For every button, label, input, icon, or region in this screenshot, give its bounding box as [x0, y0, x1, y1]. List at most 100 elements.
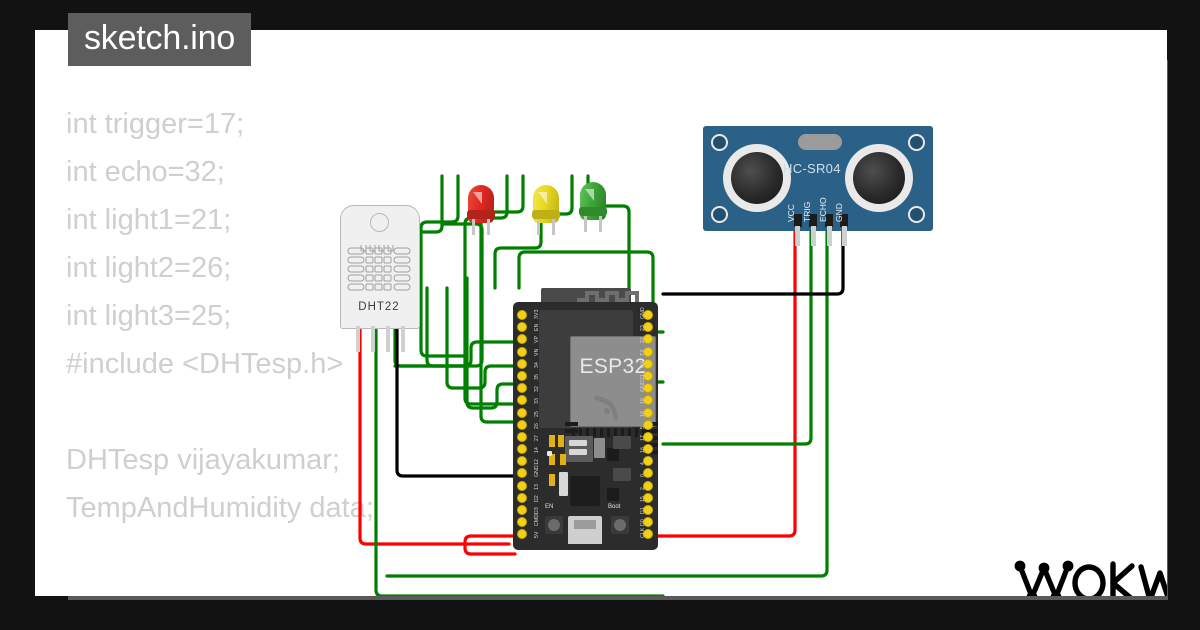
pin-label: 4 — [640, 462, 646, 466]
esp32-header-right[interactable]: GND 23 22 TX RX 21 GND 19 18 5 17 16 4 0… — [629, 307, 657, 544]
led-yellow-legs — [537, 219, 555, 235]
hcsr04-silk-label: HC-SR04 — [783, 161, 841, 176]
pin-label: GND — [534, 465, 540, 478]
pin-dot[interactable] — [643, 456, 653, 467]
pin-dot[interactable] — [517, 322, 527, 333]
pin-row: 12 — [514, 454, 542, 467]
dht22-silk-label: DHT22 — [358, 301, 400, 313]
pin-label: 26 — [534, 422, 540, 429]
pin-row: 22 — [629, 332, 657, 345]
pin-dot[interactable] — [517, 468, 527, 479]
pin-dot[interactable] — [643, 444, 653, 455]
pin-label: 5V — [534, 531, 540, 539]
pin-dot[interactable] — [517, 407, 527, 418]
hcsr04-receiver — [845, 144, 913, 212]
pin-dot[interactable] — [517, 505, 527, 515]
pin-row: 2 — [629, 479, 657, 491]
pin-dot[interactable] — [643, 346, 653, 357]
pin-label: 0 — [640, 474, 646, 478]
pin-dot[interactable] — [517, 395, 527, 406]
diagram-canvas[interactable]: DHT22 — [35, 30, 1167, 596]
led-green[interactable] — [579, 182, 607, 232]
pin-dot[interactable] — [517, 480, 527, 491]
pin-row: 19 — [629, 393, 657, 406]
pin-row: CLK — [629, 527, 657, 540]
esp32-resistor-1 — [549, 435, 555, 447]
pin-row: D1 — [629, 503, 657, 515]
esp32-header-2 — [607, 488, 619, 501]
pin-row: CMD — [514, 513, 542, 528]
dht22-legs — [356, 326, 405, 352]
pin-dot[interactable] — [643, 529, 653, 540]
code-line: int light1=21; — [66, 204, 232, 236]
pin-label: 13 — [534, 483, 540, 490]
pin-dot[interactable] — [643, 334, 653, 345]
pin-label: D0 — [640, 519, 646, 527]
pin-label: 33 — [534, 398, 540, 405]
pin-row: TX — [629, 345, 657, 357]
pin-row: 4 — [629, 454, 657, 467]
pin-dot[interactable] — [517, 492, 527, 503]
dht22-sensor[interactable]: DHT22 — [340, 205, 420, 352]
en-button[interactable] — [545, 516, 563, 534]
pin-row: 27 — [514, 430, 542, 442]
pin-dot[interactable] — [517, 529, 527, 540]
pin-dot[interactable] — [643, 370, 653, 381]
wire-layer — [358, 174, 845, 596]
pin-label: 15 — [640, 495, 646, 502]
pin-dot[interactable] — [517, 444, 527, 455]
pin-dot[interactable] — [517, 358, 527, 369]
pin-dot[interactable] — [643, 358, 653, 369]
pin-dot[interactable] — [643, 310, 653, 320]
pin-dot[interactable] — [643, 322, 653, 333]
hcsr04-transmitter — [723, 144, 791, 212]
wokwi-logo — [1014, 560, 1167, 596]
pin-dot[interactable] — [643, 468, 653, 479]
pin-dot[interactable] — [643, 517, 653, 528]
esp32-resistor-4 — [560, 454, 566, 465]
pin-dot[interactable] — [517, 334, 527, 345]
pin-row: RX — [629, 357, 657, 369]
pin-dot[interactable] — [643, 395, 653, 406]
pin-label: 14 — [534, 446, 540, 454]
pin-dot[interactable] — [517, 431, 527, 442]
pin-row: 35 — [514, 369, 542, 381]
pin-dot[interactable] — [517, 383, 527, 394]
sketch-tab[interactable]: sketch.ino — [68, 13, 252, 67]
dht22-vent-grid — [347, 245, 411, 291]
pin-dot[interactable] — [643, 431, 653, 442]
pin-label: GND — [640, 380, 646, 393]
pin-row: 21 — [629, 369, 657, 381]
component-layer: DHT22 — [35, 30, 1167, 596]
led-yellow[interactable] — [532, 185, 560, 235]
pin-dot[interactable] — [517, 310, 527, 320]
pin-dot[interactable] — [517, 370, 527, 381]
hcsr04-sensor[interactable]: HC-SR04 VCC TRIG ECHO GND — [703, 126, 933, 246]
led-red[interactable] — [467, 185, 495, 235]
pin-label: CMD — [534, 513, 540, 527]
pin-dot[interactable] — [643, 492, 653, 503]
usb-connector[interactable] — [568, 516, 602, 544]
esp32-header-left[interactable]: 3V3 EN VP VN 34 35 32 33 25 26 27 14 12 … — [514, 308, 542, 544]
esp32-antenna-trace — [577, 291, 639, 310]
pin-dot[interactable] — [643, 419, 653, 430]
pin-dot[interactable] — [517, 419, 527, 430]
pin-dot[interactable] — [517, 517, 527, 528]
dht22-mount-hole — [370, 213, 389, 232]
esp32-smd-2 — [613, 468, 631, 481]
esp32-board[interactable]: ESP32 — [513, 288, 658, 550]
pin-dot[interactable] — [517, 346, 527, 357]
hcsr04-screw-tl — [711, 134, 728, 151]
pin-dot[interactable] — [643, 505, 653, 515]
pin-label: 25 — [534, 410, 540, 417]
led-red-rim — [467, 210, 495, 219]
led-green-rim — [579, 207, 607, 216]
hcsr04-pin-label-vcc: VCC — [786, 204, 796, 222]
pin-dot[interactable] — [643, 383, 653, 394]
hcsr04-pin-label-echo: ECHO — [818, 197, 828, 222]
pin-label: 34 — [534, 361, 540, 368]
pin-dot[interactable] — [643, 480, 653, 491]
pin-dot[interactable] — [643, 407, 653, 418]
pin-dot[interactable] — [517, 456, 527, 467]
boot-button[interactable] — [611, 516, 629, 534]
